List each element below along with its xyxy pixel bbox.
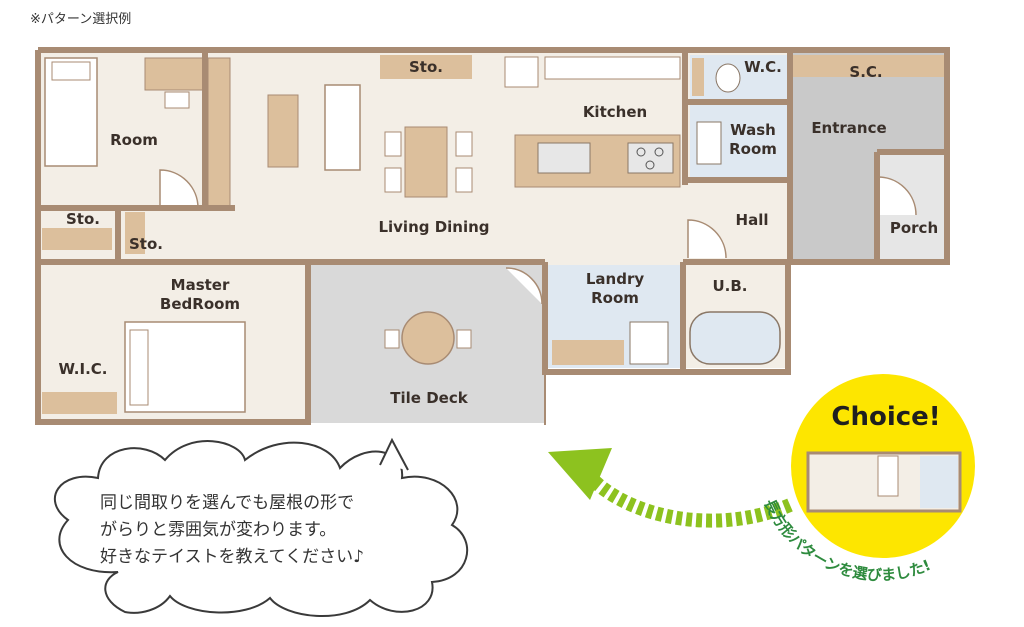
label-sto-top: Sto. xyxy=(409,58,443,76)
door-room xyxy=(159,169,199,209)
label-hall: Hall xyxy=(735,211,769,229)
bathtub xyxy=(689,311,781,365)
label-wash-line2: Room xyxy=(729,140,777,158)
label-master-line2: BedRoom xyxy=(159,295,241,313)
bubble-tail xyxy=(379,437,409,471)
wic-shelf xyxy=(42,392,117,414)
wic-area xyxy=(42,268,72,413)
label-sto-left: Sto. xyxy=(66,210,100,228)
burner xyxy=(636,147,646,157)
label-wic: W.I.C. xyxy=(58,360,108,378)
fridge xyxy=(504,56,539,88)
master-pillows xyxy=(129,329,149,406)
dining-chair xyxy=(455,167,473,193)
door-hall xyxy=(687,219,727,259)
deck-chair xyxy=(384,329,400,349)
walls xyxy=(35,47,950,425)
sofa xyxy=(324,84,361,171)
header-note: ※パターン選択例 xyxy=(30,12,132,27)
label-laundry-line2: Room xyxy=(591,289,639,307)
bubble-line-2: がらりと雰囲気が変わります。 xyxy=(100,520,337,540)
label-master-line1: Master xyxy=(170,276,230,294)
label-entrance: Entrance xyxy=(811,119,887,137)
label-laundry-line1: Landry xyxy=(585,270,645,288)
desk-chair xyxy=(164,91,190,109)
toilet xyxy=(715,63,741,93)
tv-board xyxy=(267,94,299,168)
label-sto-small: Sto. xyxy=(129,235,163,253)
label-sc: S.C. xyxy=(849,63,883,81)
dining-chair xyxy=(384,167,402,193)
green-arrow xyxy=(582,470,793,528)
label-living-dining: Living Dining xyxy=(378,218,490,236)
dining-chair xyxy=(384,131,402,157)
label-kitchen: Kitchen xyxy=(582,103,648,121)
door-entrance xyxy=(877,176,917,216)
sink xyxy=(537,142,591,174)
choice-caption: 長方形パターンを選びました! xyxy=(760,496,933,584)
dining-table xyxy=(404,126,448,198)
burner xyxy=(645,160,655,170)
shoe-closet-shelf xyxy=(790,55,945,77)
label-ub: U.B. xyxy=(712,277,748,295)
sto-left-shelf xyxy=(42,228,112,250)
bubble-line-1: 同じ間取りを選んでも屋根の形で xyxy=(100,493,355,513)
wc-shelf xyxy=(692,58,704,96)
choice-mini-counter xyxy=(877,455,899,497)
label-tile-deck: Tile Deck xyxy=(390,389,468,407)
label-porch: Porch xyxy=(889,219,939,237)
back-counter xyxy=(544,56,681,80)
label-wash-line1: Wash xyxy=(730,121,776,139)
sto-small-shelf xyxy=(125,212,145,254)
bubble-message: 同じ間取りを選んでも屋根の形で がらりと雰囲気が変わります。 好きなテイストを教… xyxy=(100,490,440,571)
label-room: Room xyxy=(110,131,158,149)
laundry-shelf xyxy=(552,340,624,365)
door-laundry xyxy=(505,267,543,305)
deck-table xyxy=(401,311,455,365)
stove xyxy=(627,142,674,174)
speech-bubble xyxy=(54,440,469,618)
green-arrow-head xyxy=(548,448,612,500)
choice-caption-path: 長方形パターンを選びました! xyxy=(760,496,933,584)
choice-title: Choice! xyxy=(831,402,941,432)
dining-chair xyxy=(455,131,473,157)
label-wc: W.C. xyxy=(744,58,782,76)
burner xyxy=(654,147,664,157)
floor-plan xyxy=(35,47,950,425)
choice-mini-wet xyxy=(920,456,958,508)
desk xyxy=(144,57,204,91)
deck-chair xyxy=(456,329,472,349)
washing-machine xyxy=(629,321,669,365)
sto-top-shelf xyxy=(380,55,472,79)
bubble-line-3: 好きなテイストを教えてください♪ xyxy=(100,547,364,567)
pillow xyxy=(51,61,91,81)
wash-basin xyxy=(696,121,722,165)
